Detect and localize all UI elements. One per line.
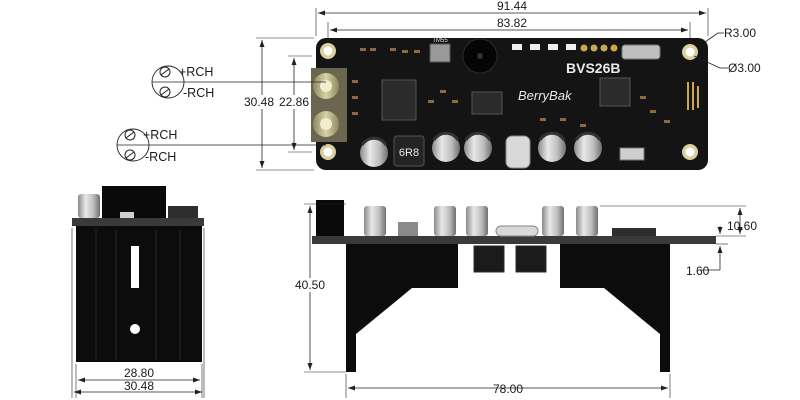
screw-icon [124,149,136,161]
capacitor-side [542,206,564,236]
capacitor-side [466,206,488,236]
mounting-hole [320,43,336,59]
capacitor [360,136,388,167]
callout-upper: +RCH -RCH [151,65,326,100]
terminal-block [311,68,347,142]
mounting-hole [682,144,698,160]
terminal-block-side [316,200,344,236]
inductor: 6R8 [393,135,425,167]
buzzer [462,38,498,74]
top-dimensions: 91.44 83.82 R3.00 Ø3.00 30.48 22.86 [244,0,761,171]
capacitor [574,131,602,162]
usb-c-side [495,225,539,237]
smd-components [352,48,670,127]
capacitor [464,131,492,162]
heatsink-hole [130,324,140,334]
callout-minus-rch: -RCH [183,86,214,100]
side-view: 40.50 78.00 10.60 1.60 [294,200,757,398]
switch-side [398,222,418,236]
capacitor [538,131,566,162]
callout-minus-rch: -RCH [145,150,176,164]
switch-label: TM55 [432,38,448,44]
mounting-hole [320,144,336,160]
dim-heatsink-length: 78.00 [493,382,523,396]
mounting-hole [682,44,698,60]
slide-switch [619,147,645,161]
heatsink-tab [515,245,547,273]
connector-side [120,212,134,218]
led [548,44,558,50]
dim-hole-diameter: Ø3.00 [728,61,761,75]
dim-hole-spacing: 83.82 [497,16,527,30]
brand-label: BerryBak [518,88,573,103]
led [512,44,522,50]
dim-heatsink-height: 40.50 [295,278,325,292]
dim-board-height: 30.48 [244,95,274,109]
screw-icon [159,66,171,78]
header-pins [580,44,618,52]
tact-switch [429,43,451,63]
heatsink-side [346,240,670,372]
dim-overall-length: 91.44 [497,0,527,13]
pcb-side [312,236,716,244]
end-view: 28.80 30.48 [71,186,205,398]
component-side [168,206,198,218]
dim-terminal-span: 22.86 [279,95,309,109]
crystal [621,44,661,60]
screw-icon [159,86,171,98]
callout-plus-rch: +RCH [179,65,213,79]
heatsink-slot [131,246,139,288]
dim-corner-radius: R3.00 [724,26,756,40]
ic-chip [381,79,417,121]
dim-heatsink-width: 28.80 [124,366,154,380]
antenna-trace [687,82,699,110]
capacitor-side [78,194,100,218]
pcb-edge [72,218,204,226]
capacitor-side [434,206,456,236]
capacitor-side [576,206,598,236]
capacitor [432,131,460,162]
top-view: TM55 BVS26B BerryBak 6R8 [311,38,708,170]
model-label: BVS26B [566,60,620,76]
ic-chip [599,77,631,107]
dim-component-height: 10.60 [727,219,757,233]
led [566,44,576,50]
ic-chip [471,91,503,115]
dim-pcb-thickness: 1.60 [686,264,710,278]
component-side [612,228,656,236]
callout-lower: +RCH -RCH [116,128,326,164]
led [530,44,540,50]
heatsink-tab [473,245,505,273]
dim-board-width-side: 30.48 [124,379,154,393]
svg-text:6R8: 6R8 [399,147,419,159]
usb-c-port [505,135,531,169]
callout-plus-rch: +RCH [143,128,177,142]
screw-icon [124,129,136,141]
capacitor-side [364,206,386,236]
